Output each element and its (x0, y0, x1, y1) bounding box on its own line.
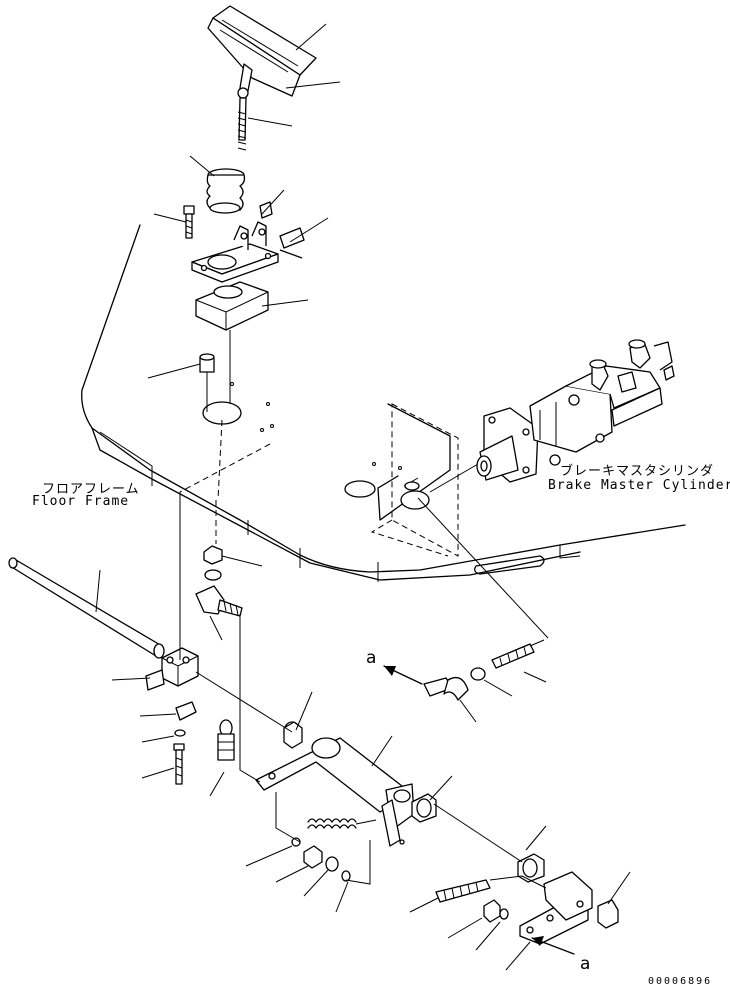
brake-master-label-jp: ブレーキマスタシリンダ (560, 464, 715, 479)
small-hardware-left (173, 701, 197, 785)
bushing-upper (283, 721, 303, 749)
lower-bracket (519, 871, 619, 945)
pedal-mount-bracket (191, 221, 279, 283)
brake-pedal-assembly (207, 5, 317, 151)
master-cylinder (377, 339, 675, 521)
document-number: 00006896 (648, 976, 713, 987)
view-arrows (383, 665, 575, 955)
brake-lever (255, 737, 415, 847)
mount-bolt (183, 205, 195, 239)
bushing-middle (411, 793, 437, 823)
ball-joint (217, 719, 235, 761)
nut-and-rod-end (195, 545, 243, 617)
adjusting-bolt-lower (435, 879, 509, 923)
small-hardware-center (291, 837, 351, 882)
view-marker-upper: a (366, 648, 377, 668)
leader-lines (95, 23, 631, 971)
brake-master-label-en: Brake Master Cylinder (548, 478, 730, 493)
elbow-fitting-a (423, 639, 545, 701)
connecting-lines (179, 492, 549, 889)
return-spring (307, 818, 377, 829)
view-marker-lower: a (580, 954, 591, 974)
floor-frame-label-jp: フロアフレーム (42, 482, 140, 497)
rubber-boot (206, 168, 246, 214)
floor-frame (81, 224, 686, 582)
collar (199, 330, 231, 412)
cross-shaft (8, 557, 165, 659)
routing-dashed (179, 403, 459, 557)
pivot-block (145, 647, 199, 691)
mounting-plate (195, 281, 269, 331)
floor-frame-label-en: Floor Frame (32, 494, 130, 509)
bushing-lower (517, 853, 545, 883)
